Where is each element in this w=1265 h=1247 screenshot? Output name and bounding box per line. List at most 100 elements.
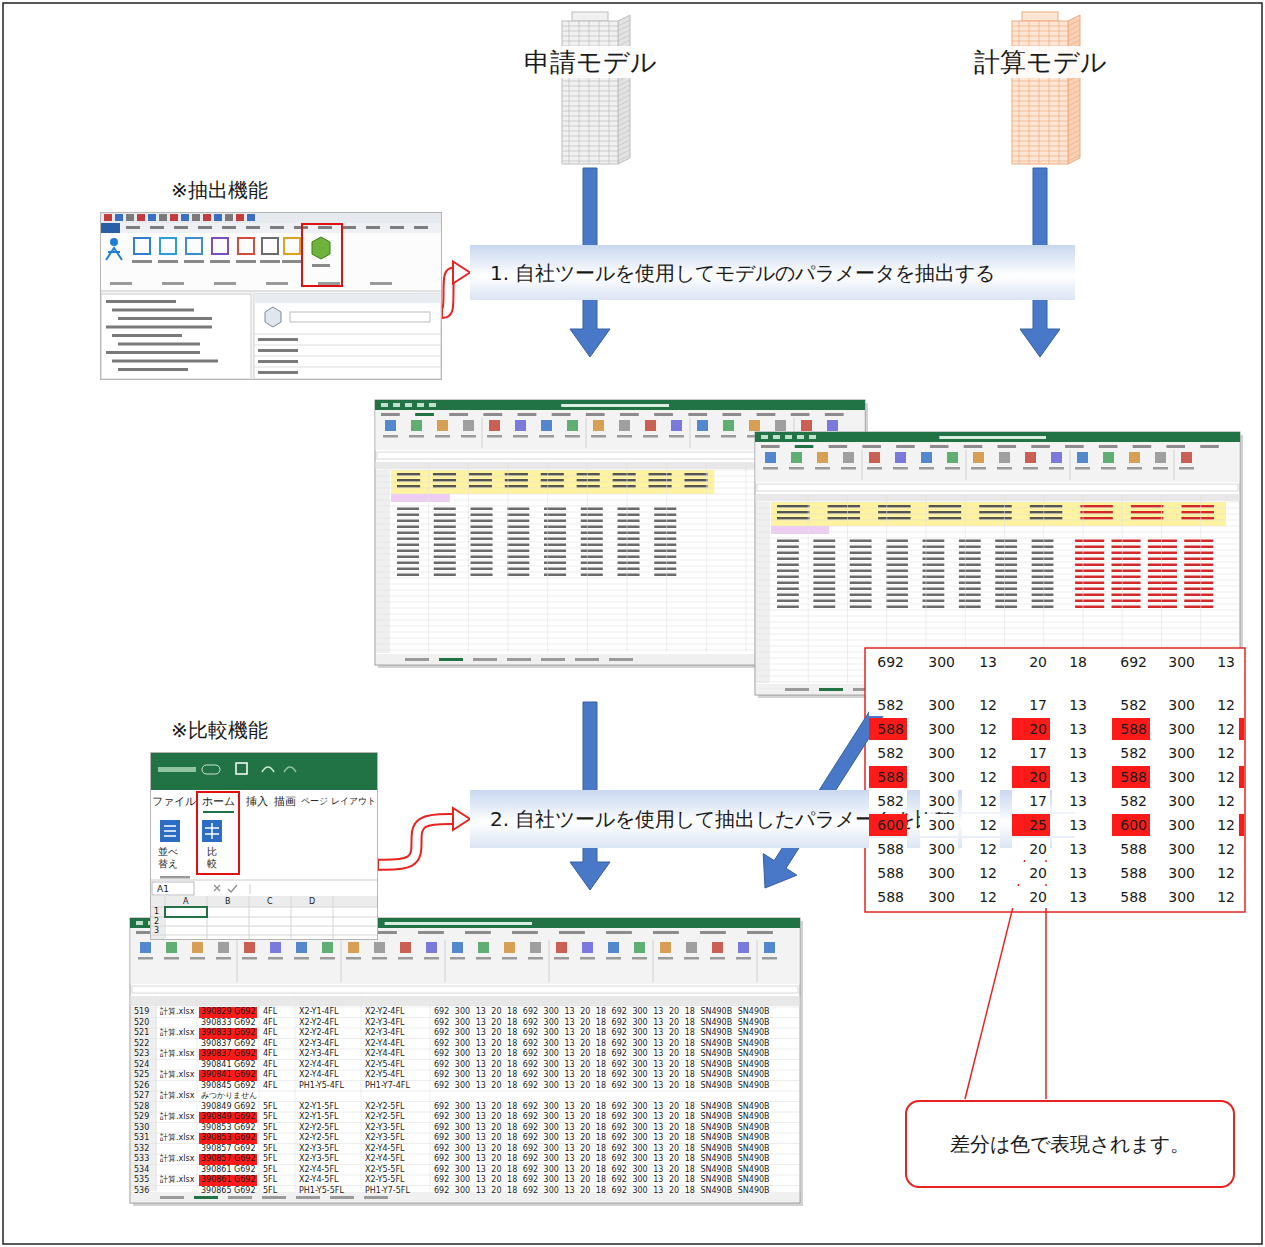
floor-line: [562, 36, 618, 37]
row-number: 524: [132, 1060, 156, 1071]
sheet-tab-mark: [819, 688, 843, 691]
ribbon-tab: [1099, 445, 1118, 448]
cell-mark: [886, 600, 908, 603]
cell-mark: [581, 556, 603, 559]
header-mark: [929, 511, 962, 514]
sheet-tab-mark: [507, 658, 531, 661]
grid-column: [847, 494, 848, 683]
sort-icon: [160, 820, 180, 842]
cell-mark: [654, 514, 676, 517]
ribbon-tab: [1031, 445, 1050, 448]
menu-tab: ページ レイアウト: [301, 796, 376, 807]
ribbon-caption: [565, 435, 580, 438]
difference-cell: 588: [869, 766, 907, 788]
cell-mark: [850, 564, 872, 567]
cell-mark: [1111, 552, 1140, 555]
arrow-head: [453, 262, 470, 284]
quick-icon: [126, 214, 134, 221]
cell-mark: [618, 538, 640, 541]
cell-mark: [850, 582, 872, 585]
ribbon-icon: [238, 238, 254, 254]
floor-line: [1012, 81, 1068, 82]
sheet-cell: X2-Y5-4FL: [363, 1060, 427, 1071]
arrow-outline: [378, 819, 455, 865]
cell-mark: [1032, 540, 1054, 543]
header-mark: [469, 473, 492, 476]
cell-mark: [959, 606, 981, 609]
floor-line: [1068, 115, 1080, 121]
sheet-cell: 692 300 13 20 18 692 300 13 20 18 692 30…: [432, 1154, 798, 1165]
floor-line: [618, 85, 630, 91]
header-mark: [649, 473, 672, 476]
floor-line: [562, 26, 618, 27]
sheet-cell: 692 300 13 20 18 692 300 13 20 18 692 30…: [432, 1144, 798, 1155]
ribbon-tab: [552, 413, 571, 416]
property-row: [254, 356, 441, 357]
tree-item: [106, 326, 212, 329]
cell-mark: [995, 594, 1017, 597]
ribbon-icon: [660, 942, 671, 953]
floor-line: [562, 101, 618, 102]
cell-mark: [471, 544, 493, 547]
column-line: [609, 21, 610, 164]
ribbon-icon: [489, 420, 500, 431]
grid-row: [756, 592, 1239, 593]
floor-line: [1012, 141, 1068, 142]
cell-mark: [471, 562, 493, 565]
ribbon-tab: [1065, 445, 1084, 448]
ribbon-icon: [166, 942, 177, 953]
header-mark: [1181, 505, 1214, 508]
column-line: [579, 21, 580, 164]
header-mark: [684, 485, 707, 488]
ribbon-button-label: 比較: [207, 846, 219, 870]
header-mark: [433, 473, 456, 476]
ribbon-separator: [549, 940, 550, 982]
header-mark: [684, 479, 707, 482]
floor-line: [1068, 110, 1080, 116]
model-title: 申請モデル: [521, 46, 660, 78]
sheet-cell: PH1-Y5-5FL: [297, 1186, 361, 1197]
floor-line: [618, 80, 630, 86]
cell-mark: [434, 544, 456, 547]
cell-mark: [507, 532, 529, 535]
cell-mark: [1184, 582, 1213, 585]
header-mark: [1131, 505, 1164, 508]
floor-line: [562, 156, 618, 157]
cell-mark: [1032, 570, 1054, 573]
ribbon-separator: [445, 940, 446, 982]
ribbon-caption: [539, 435, 554, 438]
row-number: 2: [154, 917, 159, 926]
ribbon-caption: [945, 467, 960, 470]
column-letter: B: [225, 897, 231, 907]
ribbon-icon: [593, 420, 604, 431]
floor-line: [562, 86, 618, 87]
grid-row: [756, 574, 1239, 575]
floor-line: [562, 111, 618, 112]
grid-column: [197, 996, 198, 1191]
sheet-cell: X2-Y4-5FL: [363, 1154, 427, 1165]
cell-mark: [471, 550, 493, 553]
row-header: [376, 470, 390, 653]
grid-row: [756, 550, 1239, 551]
sheet-cell: 4FL: [261, 1081, 295, 1092]
screenshot-panel: ※抽出機能: [100, 212, 442, 380]
sheet-cell: 390849 G692: [199, 1102, 257, 1113]
tab-mark: [174, 226, 188, 229]
ribbon: [756, 442, 1240, 482]
node-text: 差分は色で表現されます。: [950, 1131, 1190, 1157]
header-mark: [979, 517, 1012, 520]
floor-line: [1068, 95, 1080, 101]
ribbon-icon: [723, 420, 734, 431]
sheet-cell: 692 300 13 20 18 692 300 13 20 18 692 30…: [432, 1112, 798, 1123]
floor-line: [562, 91, 618, 92]
ribbon-caption: [762, 957, 777, 960]
autosave-mark: [158, 767, 196, 772]
floor-line: [618, 35, 630, 41]
sheet-tab-mark: [405, 658, 429, 661]
column-line: [589, 21, 590, 164]
compare-icon: [202, 820, 222, 842]
sheet-cell: みつかりません: [199, 1091, 257, 1102]
header-mark: [777, 505, 810, 508]
table-cell: 20: [1012, 886, 1050, 908]
name-box: [152, 882, 194, 895]
